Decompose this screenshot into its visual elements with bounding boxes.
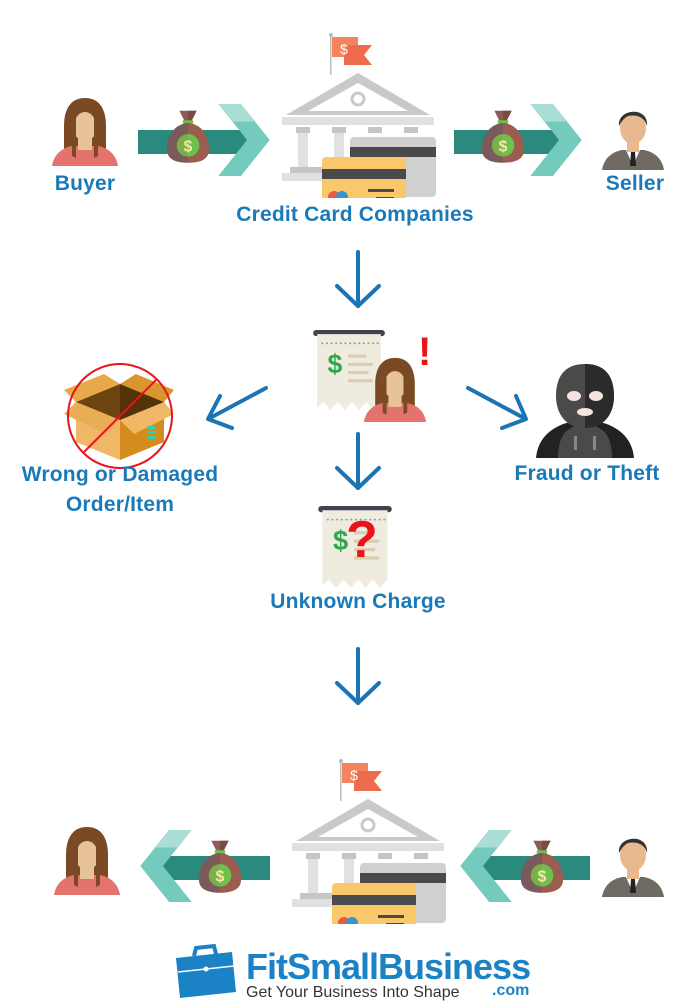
question-icon: ? [346,511,378,569]
bank-label: Credit Card Companies [236,203,474,226]
seller-icon [598,100,668,170]
buyer-label: Buyer [54,172,116,195]
crossed-out-box-icon [64,363,174,469]
arrow-down-left-icon [206,386,268,430]
logo-suffix: .com [492,982,530,999]
arrow-down-icon [333,248,383,312]
money-bag-icon [516,832,568,898]
logo-name: FitSmallBusiness [246,946,531,987]
buyer-icon [52,824,122,896]
arrow-down-icon [333,430,383,494]
arrow-down-icon [333,644,383,710]
wrong-damaged-label-line1: Wrong or Damaged [21,463,219,486]
bank-icon [288,734,448,934]
alert-icon: ! [418,330,432,374]
money-bag-icon [477,102,529,168]
seller-label: Seller [605,172,665,195]
unknown-charge-label: Unknown Charge [270,590,446,613]
masked-thief-icon [536,364,634,458]
arrow-down-right-icon [466,386,528,430]
bank-icon [278,8,438,208]
money-bag-icon [162,102,214,168]
money-bag-icon [194,832,246,898]
buyer-icon [50,96,120,166]
logo-tagline: Get Your Business Into Shape [246,984,460,1001]
seller-icon [598,826,668,898]
briefcase-icon [176,943,236,998]
wrong-damaged-label-line2: Order/Item [65,493,175,516]
fraud-theft-label: Fraud or Theft [514,462,660,485]
